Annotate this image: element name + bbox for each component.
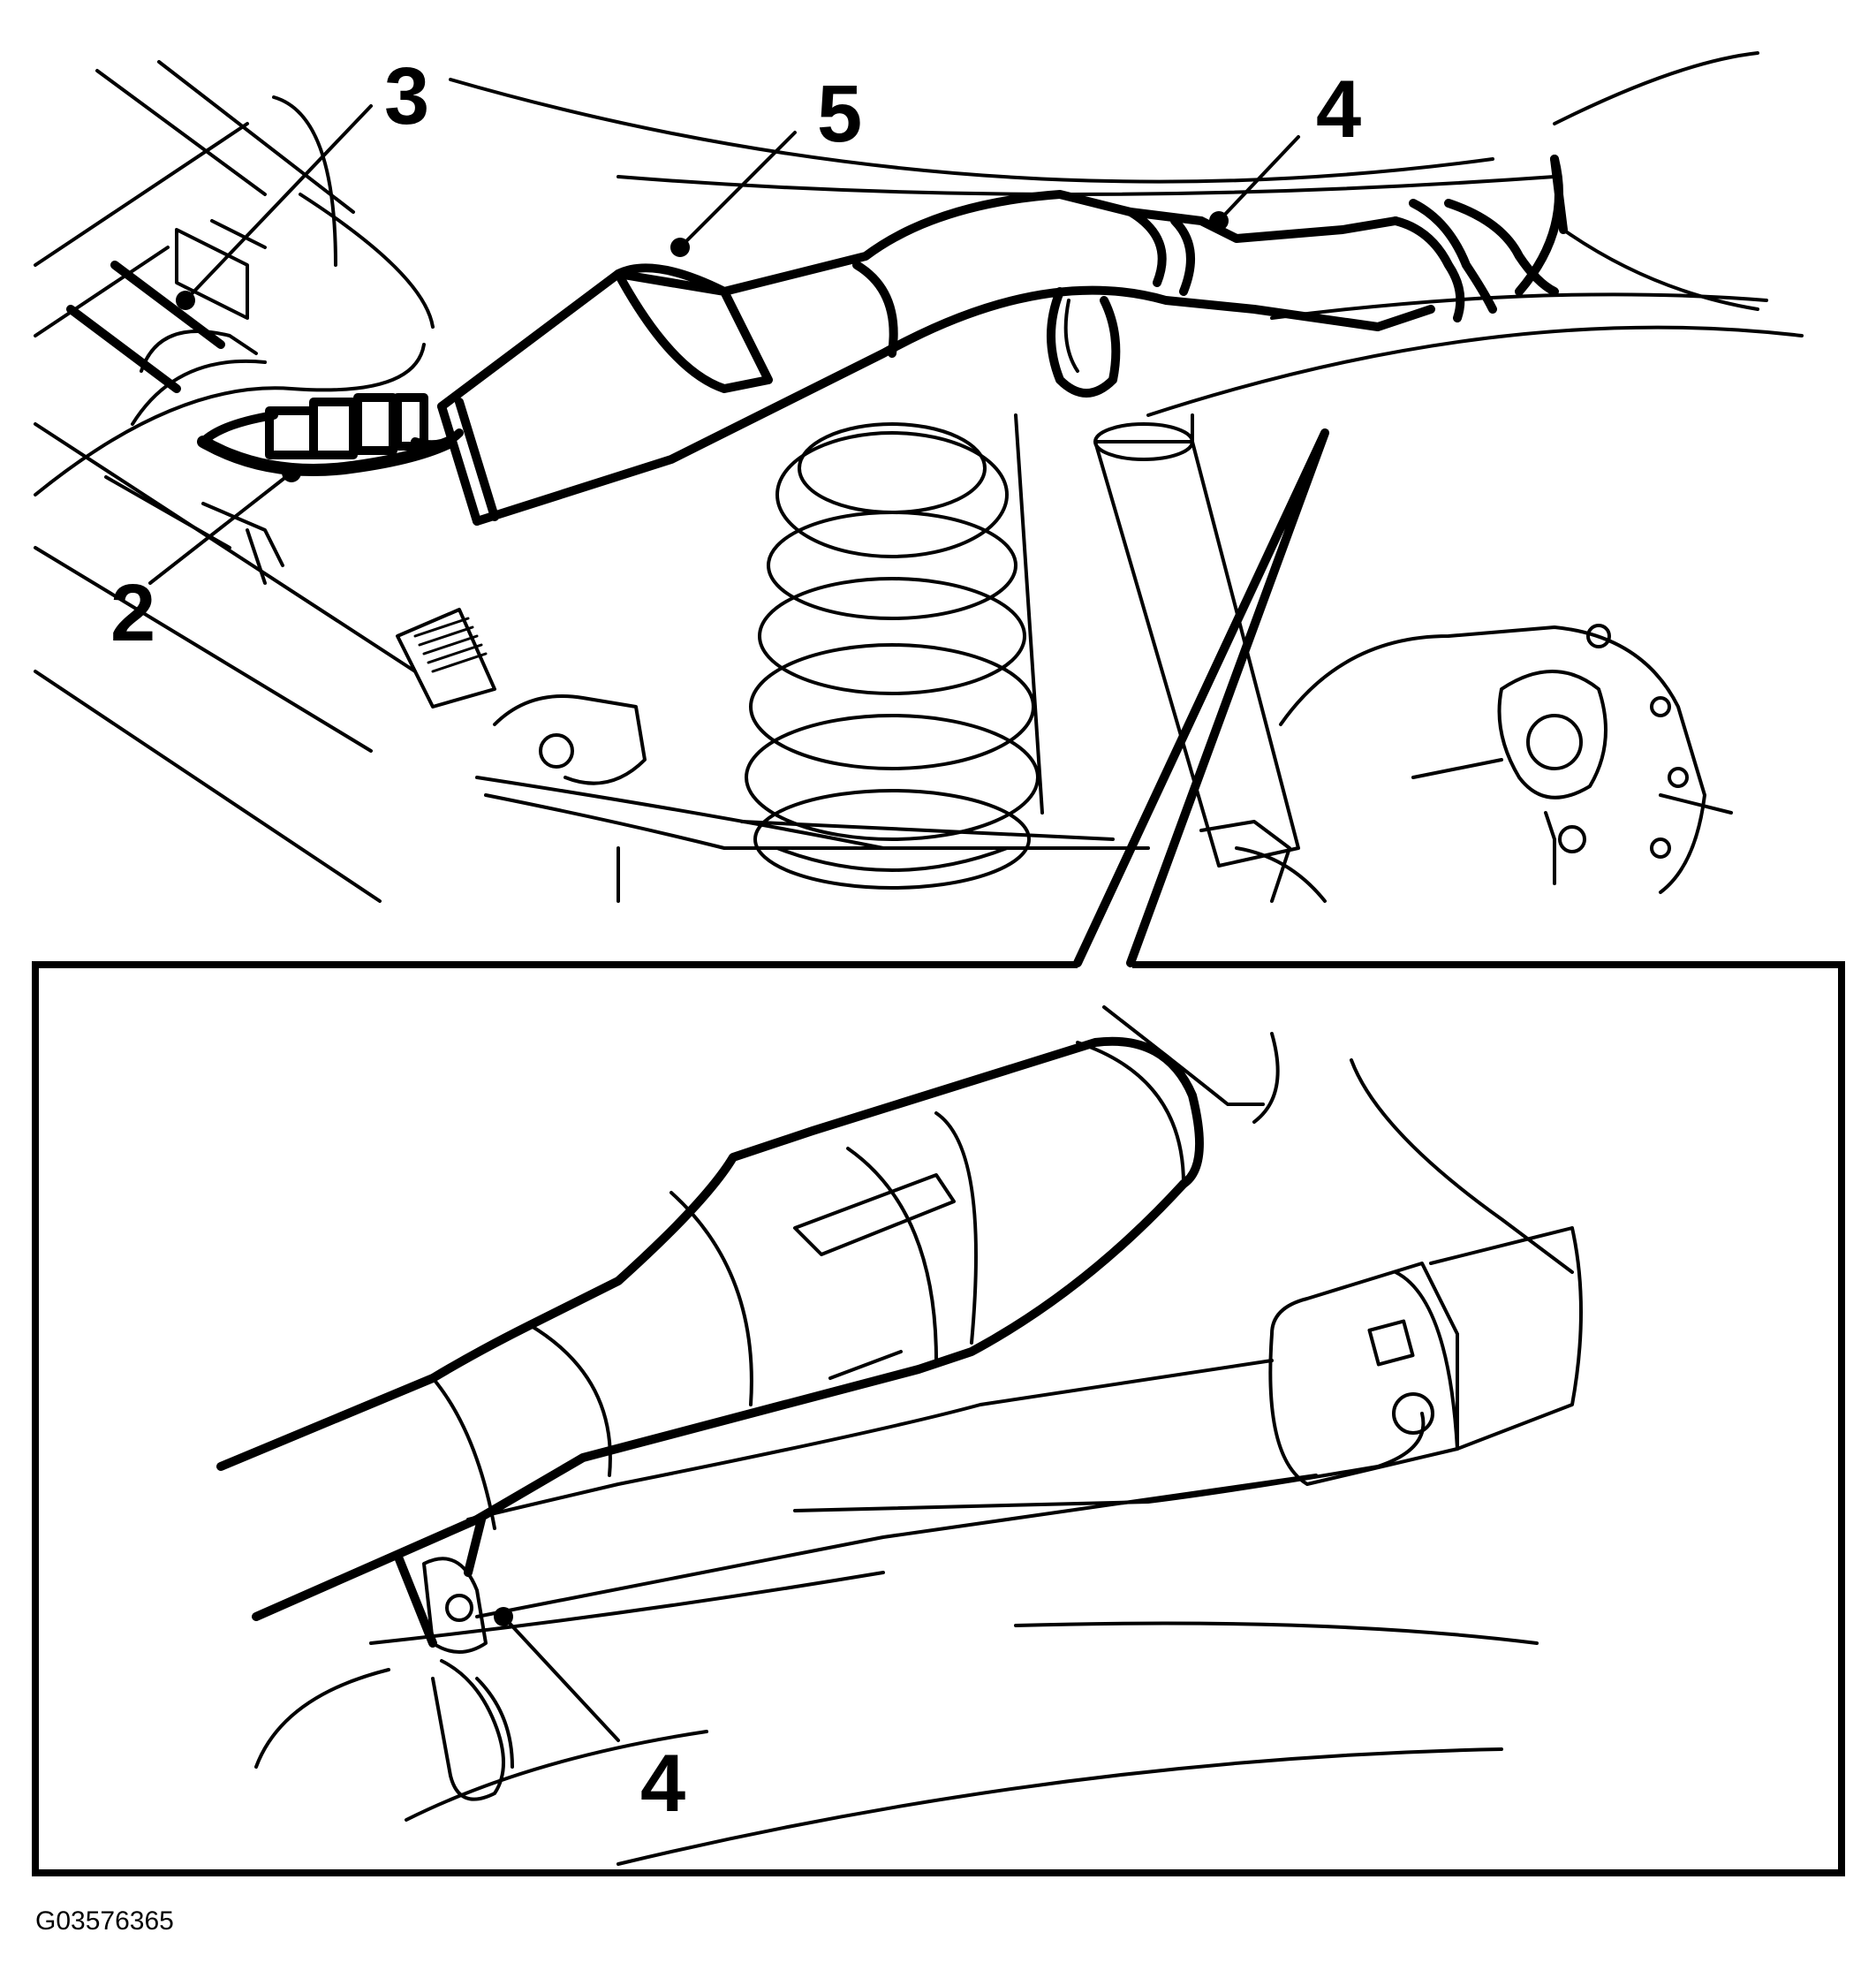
callout-leaders	[148, 104, 1300, 585]
subframe	[475, 776, 1150, 903]
detail-hanger-bracket	[393, 1515, 514, 1801]
detail-inset: 4	[32, 961, 1845, 1876]
detail-clamp-sensor	[466, 1226, 1583, 1618]
callout-4-detail: 4	[640, 1739, 685, 1829]
left-bracket	[66, 219, 284, 585]
callout-4-top: 4	[1316, 64, 1361, 155]
figure-id: G03576365	[35, 1906, 174, 1936]
exhaust-pipe-main	[437, 155, 1568, 526]
detail-catalytic-converter	[216, 1036, 1204, 1621]
callout-5: 5	[817, 69, 862, 159]
callout-4-detail-dot	[494, 1607, 513, 1626]
detail-pointer	[1073, 428, 1329, 967]
sensor-connector	[197, 393, 464, 476]
callout-4-detail-leader	[502, 1615, 620, 1742]
callout-3: 3	[384, 51, 429, 141]
callout-2: 2	[110, 568, 155, 658]
shock-absorber	[1093, 413, 1300, 868]
vehicle-body-outline	[34, 51, 1804, 903]
coil-spring	[745, 413, 1044, 890]
hose-clamp	[396, 608, 1097, 850]
main-view: 3 5 4 2	[34, 51, 1804, 967]
wheel-knuckle	[1199, 624, 1733, 903]
detail-frame	[32, 961, 1845, 1876]
